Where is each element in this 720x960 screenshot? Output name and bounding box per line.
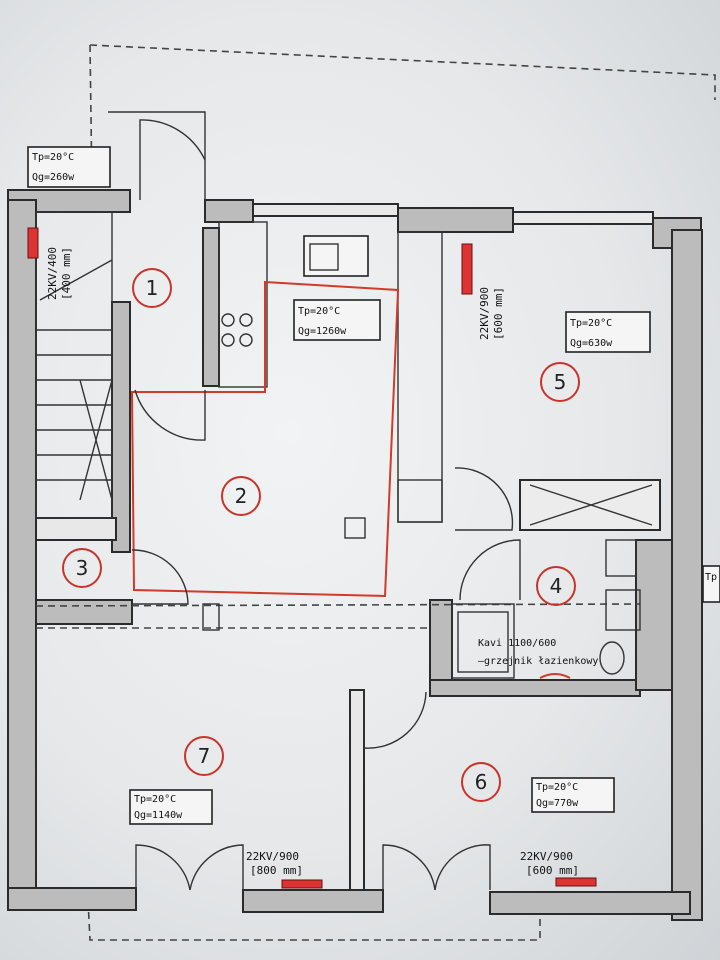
radiator-room5-label: 22KV/900 [600 mm] bbox=[478, 287, 505, 340]
heat-box-kitchen: Tp=20°C Qg=1260w bbox=[293, 299, 381, 341]
svg-text:Tp=20°C: Tp=20°C bbox=[134, 794, 176, 805]
room-label-2: 2 bbox=[221, 476, 261, 516]
heat-box-room5: Tp=20°C Qg=630w bbox=[565, 311, 651, 353]
radiator-room7-icon bbox=[281, 879, 323, 889]
svg-text:2: 2 bbox=[235, 484, 248, 508]
column bbox=[397, 479, 443, 523]
wall-bath-right bbox=[635, 539, 673, 691]
room-label-6: 6 bbox=[461, 762, 501, 802]
wall-bottom-left bbox=[7, 887, 137, 911]
doors bbox=[131, 119, 521, 891]
kitchen-heated-zone bbox=[130, 280, 400, 598]
wall-bottom-middle bbox=[242, 889, 384, 913]
svg-text:6: 6 bbox=[475, 770, 488, 794]
svg-text:22KV/900: 22KV/900 bbox=[478, 287, 491, 340]
radiator-room7-size: [800 mm] bbox=[250, 864, 303, 877]
kitchen-fittings bbox=[218, 221, 369, 539]
svg-text:5: 5 bbox=[554, 370, 567, 394]
radiator-room5-icon bbox=[461, 243, 473, 295]
bathroom-fittings bbox=[451, 539, 641, 679]
staircase bbox=[35, 211, 113, 519]
wall-left bbox=[7, 199, 37, 901]
roof-outline bbox=[89, 44, 716, 100]
svg-text:7: 7 bbox=[198, 744, 211, 768]
terrace-outline bbox=[87, 899, 541, 941]
svg-text:4: 4 bbox=[550, 574, 563, 598]
wall-bottom-right bbox=[489, 891, 691, 915]
radiator-room6-icon bbox=[555, 877, 597, 887]
room-label-3: 3 bbox=[62, 548, 102, 588]
svg-text:Tp=20°C: Tp=20°C bbox=[570, 318, 612, 329]
radiator-room6-type: 22KV/900 bbox=[520, 850, 573, 863]
svg-text:22KV/400: 22KV/400 bbox=[46, 247, 59, 300]
svg-text:Tp=20°C: Tp=20°C bbox=[298, 306, 340, 317]
svg-text:Tp: Tp bbox=[705, 572, 717, 583]
wall-entry-right bbox=[202, 227, 220, 387]
svg-text:Qg=630w: Qg=630w bbox=[570, 338, 613, 349]
wall-top-middle bbox=[204, 199, 254, 223]
heat-box-room7: Tp=20°C Qg=1140w bbox=[129, 789, 213, 825]
wall-bath-left bbox=[429, 599, 453, 693]
radiator-room6-size: [600 mm] bbox=[526, 864, 579, 877]
wall-stair-bottom bbox=[35, 517, 117, 541]
svg-text:1: 1 bbox=[146, 276, 159, 300]
wall-stair-right bbox=[111, 301, 131, 553]
wall-room5-bottom bbox=[519, 479, 661, 531]
heat-box-room6: Tp=20°C Qg=770w bbox=[531, 777, 615, 813]
heat-box-edge: Tp bbox=[702, 565, 720, 603]
svg-text:[600 mm]: [600 mm] bbox=[492, 287, 505, 340]
svg-text:Tp=20°C: Tp=20°C bbox=[32, 152, 74, 163]
room-label-1: 1 bbox=[132, 268, 172, 308]
wall-mid-horizontal bbox=[35, 599, 133, 625]
room-label-5: 5 bbox=[540, 362, 580, 402]
svg-text:Qg=770w: Qg=770w bbox=[536, 798, 579, 809]
svg-text:Tp=20°C: Tp=20°C bbox=[536, 782, 578, 793]
bath-radiator-label-1: Kavi 1100/600 bbox=[478, 638, 556, 649]
wall-bath-bottom bbox=[429, 679, 641, 697]
heat-box-entry: Tp=20°C Qg=260w bbox=[27, 146, 111, 188]
radiator-stair-label: 22KV/400 [400 mm] bbox=[46, 247, 73, 300]
wall-top-window-2 bbox=[512, 211, 654, 225]
svg-text:Qg=1140w: Qg=1140w bbox=[134, 810, 183, 821]
svg-text:Qg=1260w: Qg=1260w bbox=[298, 326, 347, 337]
svg-text:Qg=260w: Qg=260w bbox=[32, 172, 75, 183]
wall-right bbox=[671, 229, 703, 921]
room-label-4: 4 bbox=[536, 566, 576, 606]
svg-text:[400 mm]: [400 mm] bbox=[60, 247, 73, 300]
bath-radiator-label-2: –grzejnik łazienkowy bbox=[478, 656, 598, 667]
wall-room6-left bbox=[349, 689, 365, 891]
wardrobe-cross-b bbox=[529, 484, 653, 526]
radiator-room7-type: 22KV/900 bbox=[246, 850, 299, 863]
svg-text:3: 3 bbox=[76, 556, 89, 580]
partition-room5 bbox=[397, 231, 443, 523]
porch-outline bbox=[108, 111, 206, 200]
zone-divider bbox=[35, 603, 641, 607]
wall-top-window bbox=[252, 203, 399, 217]
room-label-7: 7 bbox=[184, 736, 224, 776]
radiator-stair-icon bbox=[27, 227, 39, 259]
wall-top-right-a bbox=[397, 207, 514, 233]
